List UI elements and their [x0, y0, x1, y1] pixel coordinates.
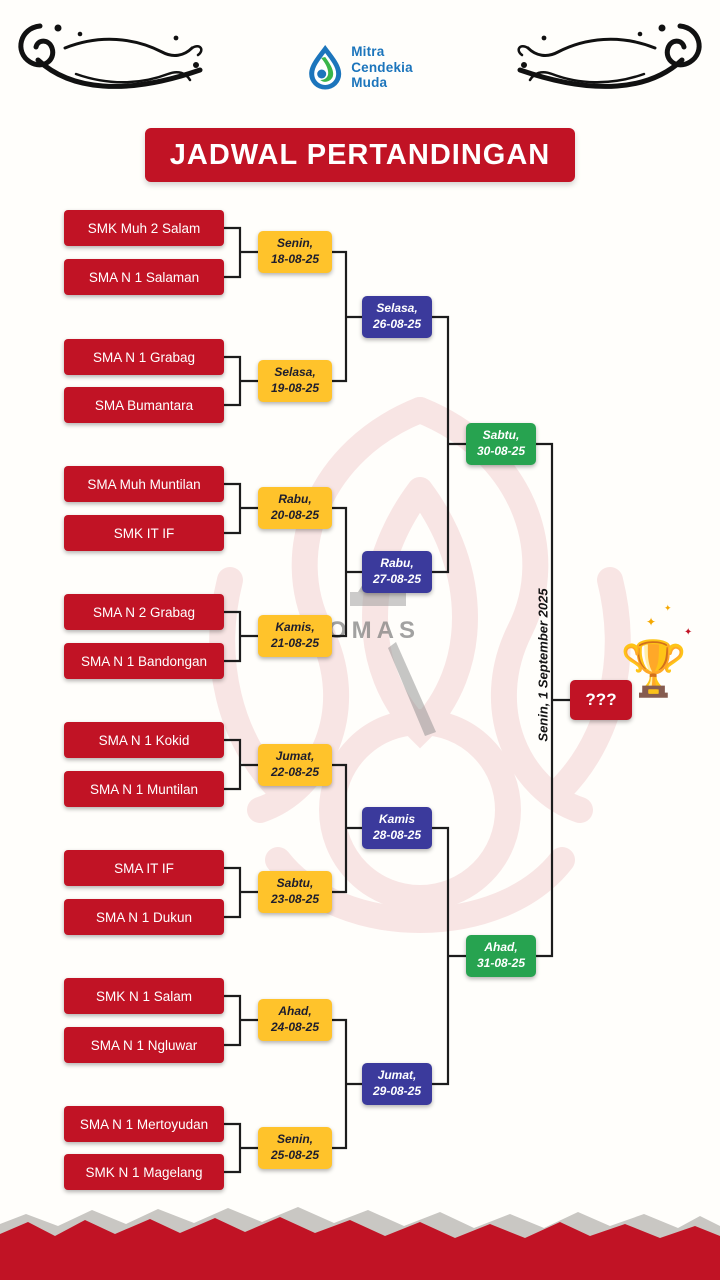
team-box: SMA N 1 Dukun — [64, 899, 224, 935]
match-date-label: 28-08-25 — [372, 828, 422, 842]
logo-drop-icon — [309, 45, 342, 90]
team-box: SMA N 1 Mertoyudan — [64, 1106, 224, 1142]
match-date-label: 25-08-25 — [270, 1148, 320, 1162]
match-date-round1: Rabu, 20-08-25 — [258, 487, 332, 529]
logo: Mitra Cendekia Muda — [307, 44, 413, 91]
match-date-round3: Ahad, 31-08-25 — [466, 935, 536, 977]
match-day-label: Jumat, — [275, 749, 315, 764]
team-box: SMA N 1 Bandongan — [64, 643, 224, 679]
match-date-label: 31-08-25 — [476, 956, 526, 970]
match-date-label: 24-08-25 — [270, 1020, 320, 1034]
team-box: SMA IT IF — [64, 850, 224, 886]
match-day-label: Jumat, — [377, 1068, 417, 1083]
logo-text-line: Mitra — [351, 44, 385, 59]
match-day-label: Kamis — [378, 812, 416, 827]
match-date-round1: Senin, 18-08-25 — [258, 231, 332, 273]
team-box: SMA Muh Muntilan — [64, 466, 224, 502]
team-box: SMA N 2 Grabag — [64, 594, 224, 630]
team-box: SMK N 1 Magelang — [64, 1154, 224, 1190]
match-day-label: Ahad, — [484, 940, 518, 955]
logo-text-line: Cendekia — [351, 59, 413, 75]
match-day-label: Rabu, — [278, 492, 312, 507]
match-date-round2: Rabu, 27-08-25 — [362, 551, 432, 593]
match-day-label: Sabtu, — [276, 876, 314, 891]
match-day-label: Ahad, — [278, 1004, 312, 1019]
match-date-label: 20-08-25 — [270, 508, 320, 522]
team-box: SMA N 1 Kokid — [64, 722, 224, 758]
watermark-text: OMAS — [328, 617, 420, 644]
match-date-label: 22-08-25 — [270, 765, 320, 779]
match-date-round3: Sabtu, 30-08-25 — [466, 423, 536, 465]
match-date-label: 19-08-25 — [270, 381, 320, 395]
match-day-label: Rabu, — [380, 556, 414, 571]
match-date-round1: Sabtu, 23-08-25 — [258, 871, 332, 913]
match-date-round2: Jumat, 29-08-25 — [362, 1063, 432, 1105]
match-date-label: 23-08-25 — [270, 892, 320, 906]
team-box: SMK N 1 Salam — [64, 978, 224, 1014]
logo-text: Mitra Cendekia Muda — [351, 44, 413, 91]
sparkle-icon: ✦ — [684, 627, 693, 638]
final-date-label: Senin, 1 September 2025 — [535, 588, 551, 742]
match-day-label: Kamis, — [275, 620, 315, 635]
match-day-label: Selasa, — [274, 365, 316, 380]
match-date-label: 29-08-25 — [372, 1084, 422, 1098]
page-title: JADWAL PERTANDINGAN — [145, 128, 575, 182]
match-date-round1: Senin, 25-08-25 — [258, 1127, 332, 1169]
torn-paper-edge — [0, 1207, 720, 1280]
team-box: SMK Muh 2 Salam — [64, 210, 224, 246]
match-day-label: Senin, — [276, 236, 313, 251]
match-day-label: Senin, — [276, 1132, 313, 1147]
match-date-round2: Kamis 28-08-25 — [362, 807, 432, 849]
logo-text-line: Muda — [351, 75, 388, 91]
team-box: SMA N 1 Ngluwar — [64, 1027, 224, 1063]
match-date-round1: Ahad, 24-08-25 — [258, 999, 332, 1041]
corner-flourish-left-icon — [18, 23, 203, 89]
team-box: SMA N 1 Muntilan — [64, 771, 224, 807]
corner-flourish-right-icon — [517, 23, 702, 89]
team-box: SMK IT IF — [64, 515, 224, 551]
match-date-round2: Selasa, 26-08-25 — [362, 296, 432, 338]
match-date-round1: Jumat, 22-08-25 — [258, 744, 332, 786]
match-date-label: 30-08-25 — [476, 444, 526, 458]
match-day-label: Selasa, — [376, 301, 418, 316]
match-date-label: 21-08-25 — [270, 636, 320, 650]
team-box: SMA N 1 Salaman — [64, 259, 224, 295]
team-box: SMA Bumantara — [64, 387, 224, 423]
page-title-text: JADWAL PERTANDINGAN — [169, 138, 551, 171]
sparkle-icon: ✦ — [664, 603, 672, 613]
match-day-label: Sabtu, — [482, 428, 520, 443]
trophy-icon: 🏆 — [620, 639, 688, 699]
team-box: SMA N 1 Grabag — [64, 339, 224, 375]
match-date-round1: Selasa, 19-08-25 — [258, 360, 332, 402]
match-date-label: 27-08-25 — [372, 572, 422, 586]
sparkle-icon: ✦ — [646, 615, 657, 629]
match-date-label: 18-08-25 — [270, 252, 320, 266]
match-date-round1: Kamis, 21-08-25 — [258, 615, 332, 657]
match-date-label: 26-08-25 — [372, 317, 422, 331]
champion-box: ??? — [570, 680, 632, 720]
